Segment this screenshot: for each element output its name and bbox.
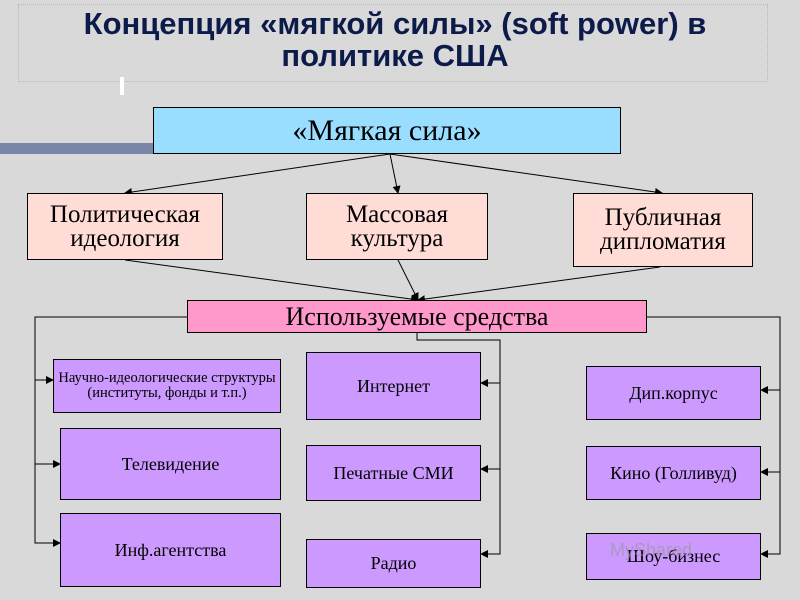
- component-box-culture: Массовая культура: [306, 193, 488, 260]
- means-item-tv: Телевидение: [60, 428, 281, 500]
- arrow-culture-to-means: [397, 259, 419, 301]
- arrow-root-to-diplomacy: [389, 153, 663, 196]
- means-item-research: Научно-идеологические структуры (институ…: [53, 359, 281, 413]
- arrow-root-to-culture: [389, 153, 401, 194]
- arrow-ideology-to-means: [124, 259, 419, 304]
- means-item-internet: Интернет: [306, 352, 481, 420]
- component-box-ideology: Политическая идеология: [27, 193, 223, 260]
- arrow-root-to-ideology: [124, 153, 391, 196]
- slide-decoration-tick: [120, 77, 124, 95]
- means-item-radio: Радио: [306, 539, 481, 588]
- slide-title: Концепция «мягкой силы» (soft power) в п…: [83, 6, 707, 73]
- means-item-print-media: Печатные СМИ: [306, 445, 481, 501]
- means-item-show-business: Шоу-бизнес: [586, 533, 761, 580]
- root-box-soft-power: «Мягкая сила»: [153, 107, 621, 154]
- means-item-cinema: Кино (Голливуд): [586, 446, 761, 500]
- watermark-text: MyShared: [610, 540, 693, 560]
- means-item-diplo-corps: Дип.корпус: [586, 366, 761, 420]
- middle-branch-line: [416, 333, 501, 558]
- slide-decoration-bar: [0, 143, 153, 154]
- title-frame: [18, 4, 768, 82]
- means-item-news-agencies: Инф.агентства: [60, 513, 281, 587]
- right-branch-line: [647, 316, 781, 558]
- left-branch-line: [34, 316, 187, 547]
- arrow-diplomacy-to-means: [417, 266, 661, 304]
- means-header-box: Используемые средства: [187, 300, 647, 333]
- component-box-diplomacy: Публичная дипломатия: [573, 193, 753, 267]
